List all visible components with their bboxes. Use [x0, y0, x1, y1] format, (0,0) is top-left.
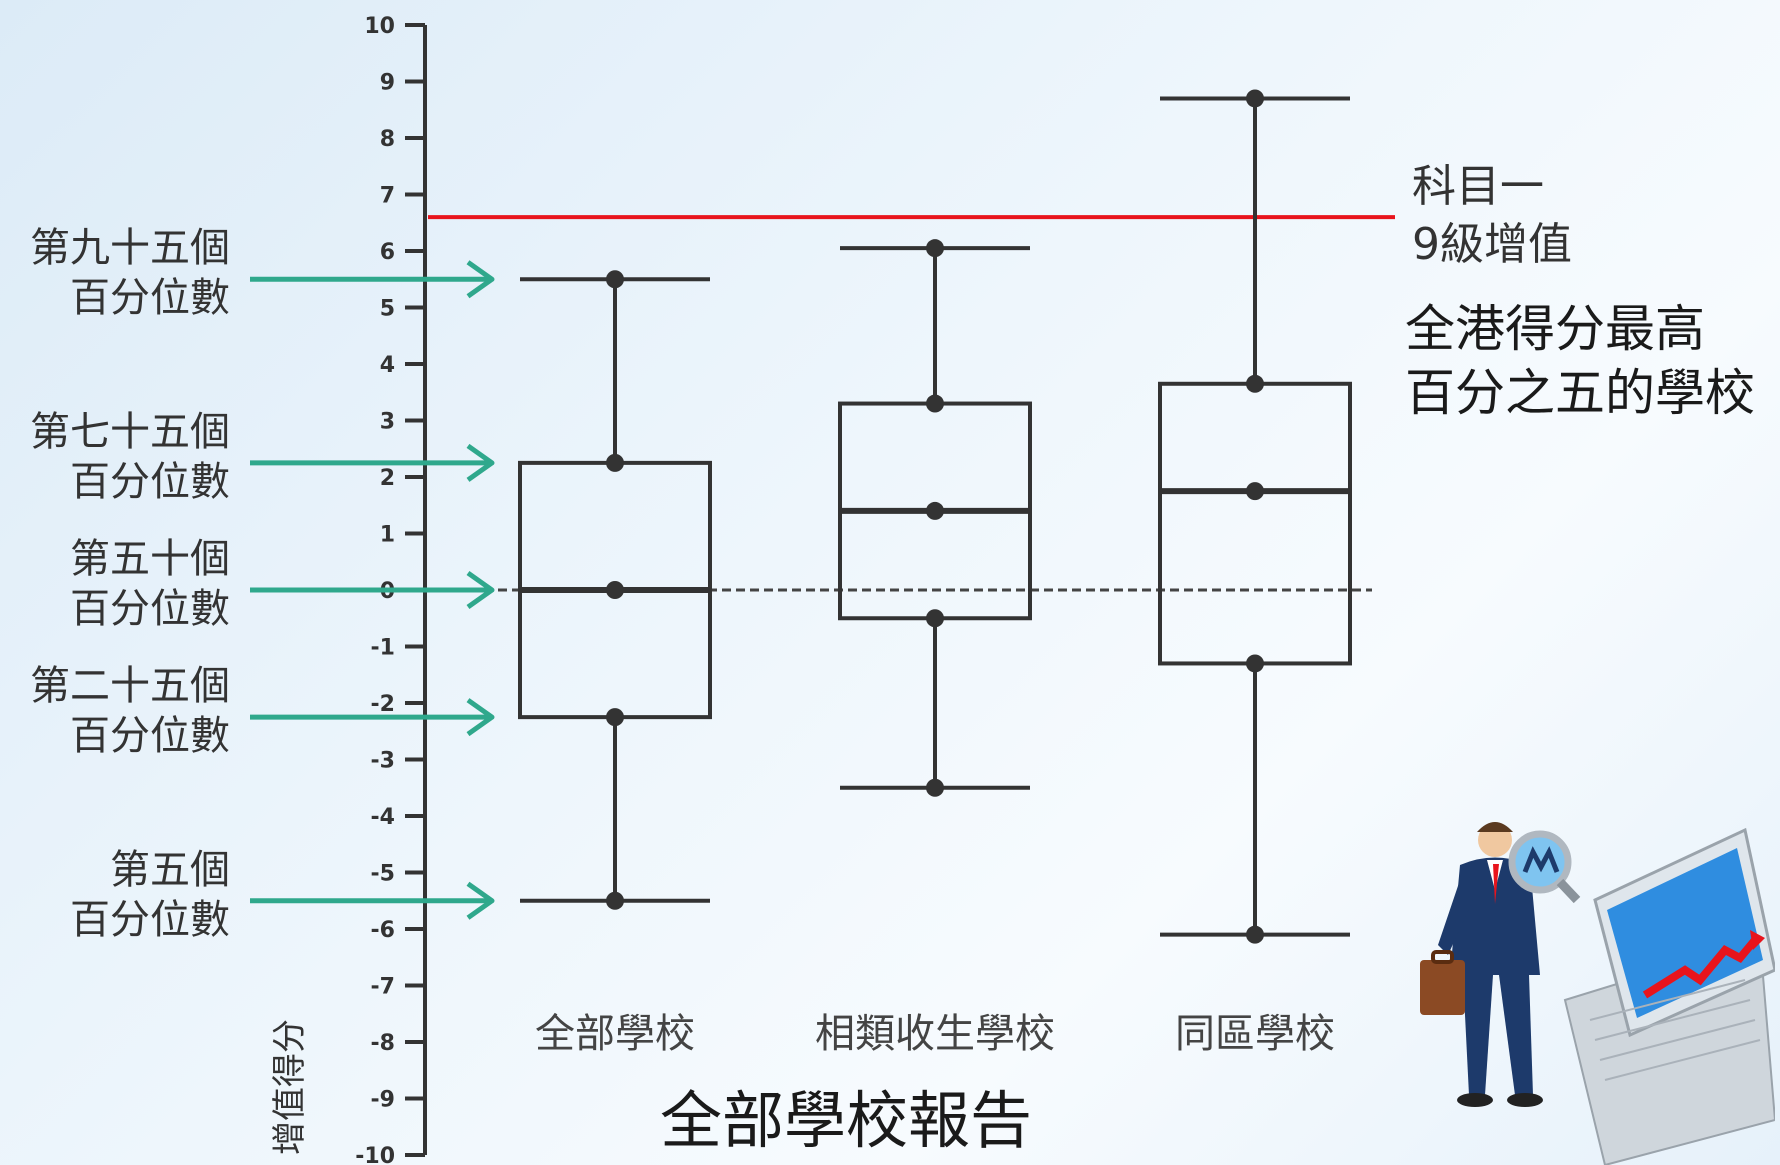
arrow-head [466, 698, 495, 737]
y-tick-label: 5 [380, 297, 395, 322]
annotation-line: 第五十個 [70, 536, 230, 582]
p75-point [606, 453, 624, 472]
y-tick-label: -5 [371, 862, 395, 887]
percentile-annotation: 第五個百分位數 [70, 845, 230, 945]
p25-point [926, 609, 944, 628]
p95-point [1246, 89, 1264, 108]
percentile-annotation: 第九十五個百分位數 [30, 223, 230, 323]
percentile-annotation: 第五十個百分位數 [70, 534, 230, 634]
top5-label-line-1: 全港得分最高 [1405, 300, 1705, 358]
top5-label: 全港得分最高 百分之五的學校 [1405, 297, 1755, 425]
p25-point [1246, 654, 1264, 673]
p5-point [926, 778, 944, 797]
y-tick-label: 1 [380, 523, 395, 548]
iqr-box [1158, 381, 1352, 666]
y-tick-label: -10 [355, 1144, 395, 1165]
category-label: 相類收生學校 [815, 1011, 1055, 1057]
p25-point [606, 708, 624, 727]
y-tick-label: -1 [371, 636, 395, 661]
p5-point [606, 891, 624, 910]
annotation-line: 百分位數 [70, 586, 230, 632]
y-tick-label: 4 [380, 353, 395, 378]
median-point [606, 581, 624, 599]
annotation-line: 第七十五個 [30, 408, 230, 455]
p5-point [1246, 925, 1264, 944]
y-tick-label: -4 [371, 805, 395, 830]
reference-line-label: 科目一 9級增值 [1412, 158, 1572, 274]
category-label: 全部學校 [535, 1011, 695, 1057]
annotation-line: 第九十五個 [30, 225, 230, 272]
y-tick-label: 10 [364, 14, 395, 39]
p75-point [926, 394, 944, 413]
y-tick-label: -9 [371, 1088, 395, 1113]
annotation-line: 百分位數 [70, 896, 230, 943]
y-tick-label: 7 [380, 184, 395, 209]
y-tick-label: 9 [380, 71, 395, 96]
arrow-head [466, 570, 495, 610]
p75-point [1246, 374, 1264, 393]
annotation-line: 第二十五個 [30, 663, 230, 710]
y-tick-label: 2 [380, 466, 395, 491]
arrow-head [466, 443, 495, 482]
annotation-arrows [250, 260, 495, 920]
reference-label-line-2: 9級增值 [1412, 219, 1572, 270]
y-axis-label: 增值得分 [270, 1019, 310, 1155]
arrow-head [466, 260, 495, 299]
box-1 [518, 270, 712, 910]
y-tick-label: 3 [380, 410, 395, 435]
chart-title: 全部學校報告 [660, 1084, 1033, 1157]
y-tick-label: -7 [371, 975, 395, 1000]
y-axis: 109876543210-1-2-3-4-5-6-7-8-9-10 [355, 14, 427, 1165]
top5-label-line-2: 百分之五的學校 [1405, 364, 1755, 422]
p95-point [606, 270, 624, 289]
arrow-head [466, 881, 495, 920]
box-2 [838, 239, 1032, 797]
percentile-annotation: 第二十五個百分位數 [30, 661, 230, 761]
reference-label-line-1: 科目一 [1412, 161, 1544, 212]
y-tick-label: -8 [371, 1031, 395, 1056]
box-series [518, 89, 1352, 944]
annotation-line: 百分位數 [70, 458, 230, 505]
annotation-line: 百分位數 [70, 275, 230, 322]
y-tick-label: 8 [380, 127, 395, 152]
category-labels: 全部學校 相類收生學校 同區學校 [535, 1011, 1335, 1057]
box-3 [1158, 89, 1352, 944]
businessman-laptop-icon [1420, 822, 1775, 1165]
y-tick-label: -3 [371, 749, 395, 774]
percentile-annotation: 第七十五個百分位數 [30, 407, 230, 507]
y-tick-label: -2 [371, 692, 395, 717]
y-tick-label: 6 [380, 240, 395, 265]
category-label: 同區學校 [1175, 1011, 1335, 1057]
annotation-line: 百分位數 [70, 713, 230, 760]
median-point [1246, 482, 1264, 501]
p95-point [926, 239, 944, 258]
median-point [926, 501, 944, 520]
y-tick-label: -6 [371, 918, 395, 943]
annotation-line: 第五個 [110, 846, 230, 893]
